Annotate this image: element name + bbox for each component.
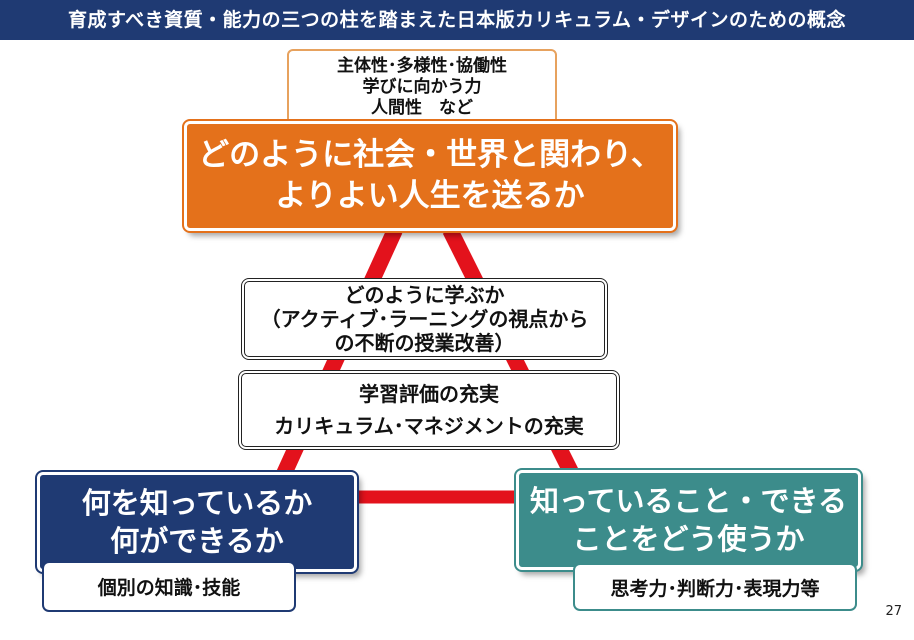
right-pillar-sub-label: 思考力･判断力･表現力等 <box>610 577 820 600</box>
learning-method-box: どのように学ぶか （アクティブ･ラーニングの視点から の不断の授業改善） <box>241 278 608 360</box>
left-pillar-sub-box: 個別の知識･技能 <box>42 561 296 612</box>
top-pillar-line-2: よりよい人生を送るか <box>275 178 585 214</box>
qualities-box: 主体性･多様性･協働性 学びに向かう力 人間性 など <box>287 49 557 126</box>
evaluation-box: 学習評価の充実 カリキュラム･マネジメントの充実 <box>238 370 620 450</box>
page-header: 育成すべき資質・能力の三つの柱を踏まえた日本版カリキュラム・デザインのための概念 <box>0 0 914 40</box>
left-pillar-line-1: 何を知っているか <box>81 486 313 520</box>
left-pillar-line-2: 何ができるか <box>110 524 284 558</box>
top-pillar-box: どのように社会・世界と関わり、 よりよい人生を送るか <box>184 121 676 231</box>
learning-line-1: どのように学ぶか <box>344 283 505 307</box>
right-pillar-sub-box: 思考力･判断力･表現力等 <box>573 563 857 611</box>
qualities-line-1: 主体性･多様性･協働性 <box>337 56 507 76</box>
learning-line-2: （アクティブ･ラーニングの視点から <box>260 307 589 331</box>
learning-line-3: の不断の授業改善） <box>334 331 515 355</box>
right-pillar-line-1: 知っていること・できる <box>530 484 847 518</box>
top-pillar-line-1: どのように社会・世界と関わり、 <box>198 137 662 173</box>
evaluation-line-2: カリキュラム･マネジメントの充実 <box>274 414 584 438</box>
header-title: 育成すべき資質・能力の三つの柱を踏まえた日本版カリキュラム・デザインのための概念 <box>67 9 847 31</box>
page-number: 27 <box>885 604 902 619</box>
qualities-line-2: 学びに向かう力 <box>362 77 482 97</box>
evaluation-line-1: 学習評価の充実 <box>359 382 499 406</box>
left-pillar-box: 何を知っているか 何ができるか <box>37 472 357 572</box>
qualities-line-3: 人間性 など <box>371 98 473 118</box>
right-pillar-line-2: ことをどう使うか <box>572 522 805 556</box>
right-pillar-box: 知っていること・できる ことをどう使うか <box>516 470 861 570</box>
left-pillar-sub-label: 個別の知識･技能 <box>97 577 241 599</box>
